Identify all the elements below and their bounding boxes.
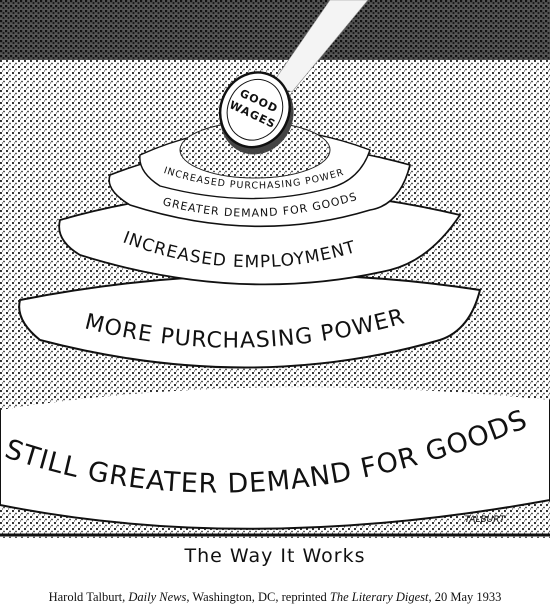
caption-title: The Way It Works [184, 545, 366, 567]
credit-place: , Washington, DC, reprinted [186, 590, 330, 604]
cartoon-illustration: GOOD WAGES INCREASED PURCHASING POWER GR… [0, 0, 550, 538]
credit-author: Harold Talburt, [48, 590, 129, 604]
coin: GOOD WAGES [218, 71, 294, 155]
light-beam [271, 0, 369, 93]
credit-date: , 20 May 1933 [428, 590, 502, 604]
credit-magazine: The Literary Digest [329, 590, 429, 604]
artist-signature: TALBURT [465, 515, 507, 525]
credit-newspaper: Daily News [128, 590, 187, 604]
image-credit: Harold Talburt, Daily News, Washington, … [0, 590, 550, 605]
